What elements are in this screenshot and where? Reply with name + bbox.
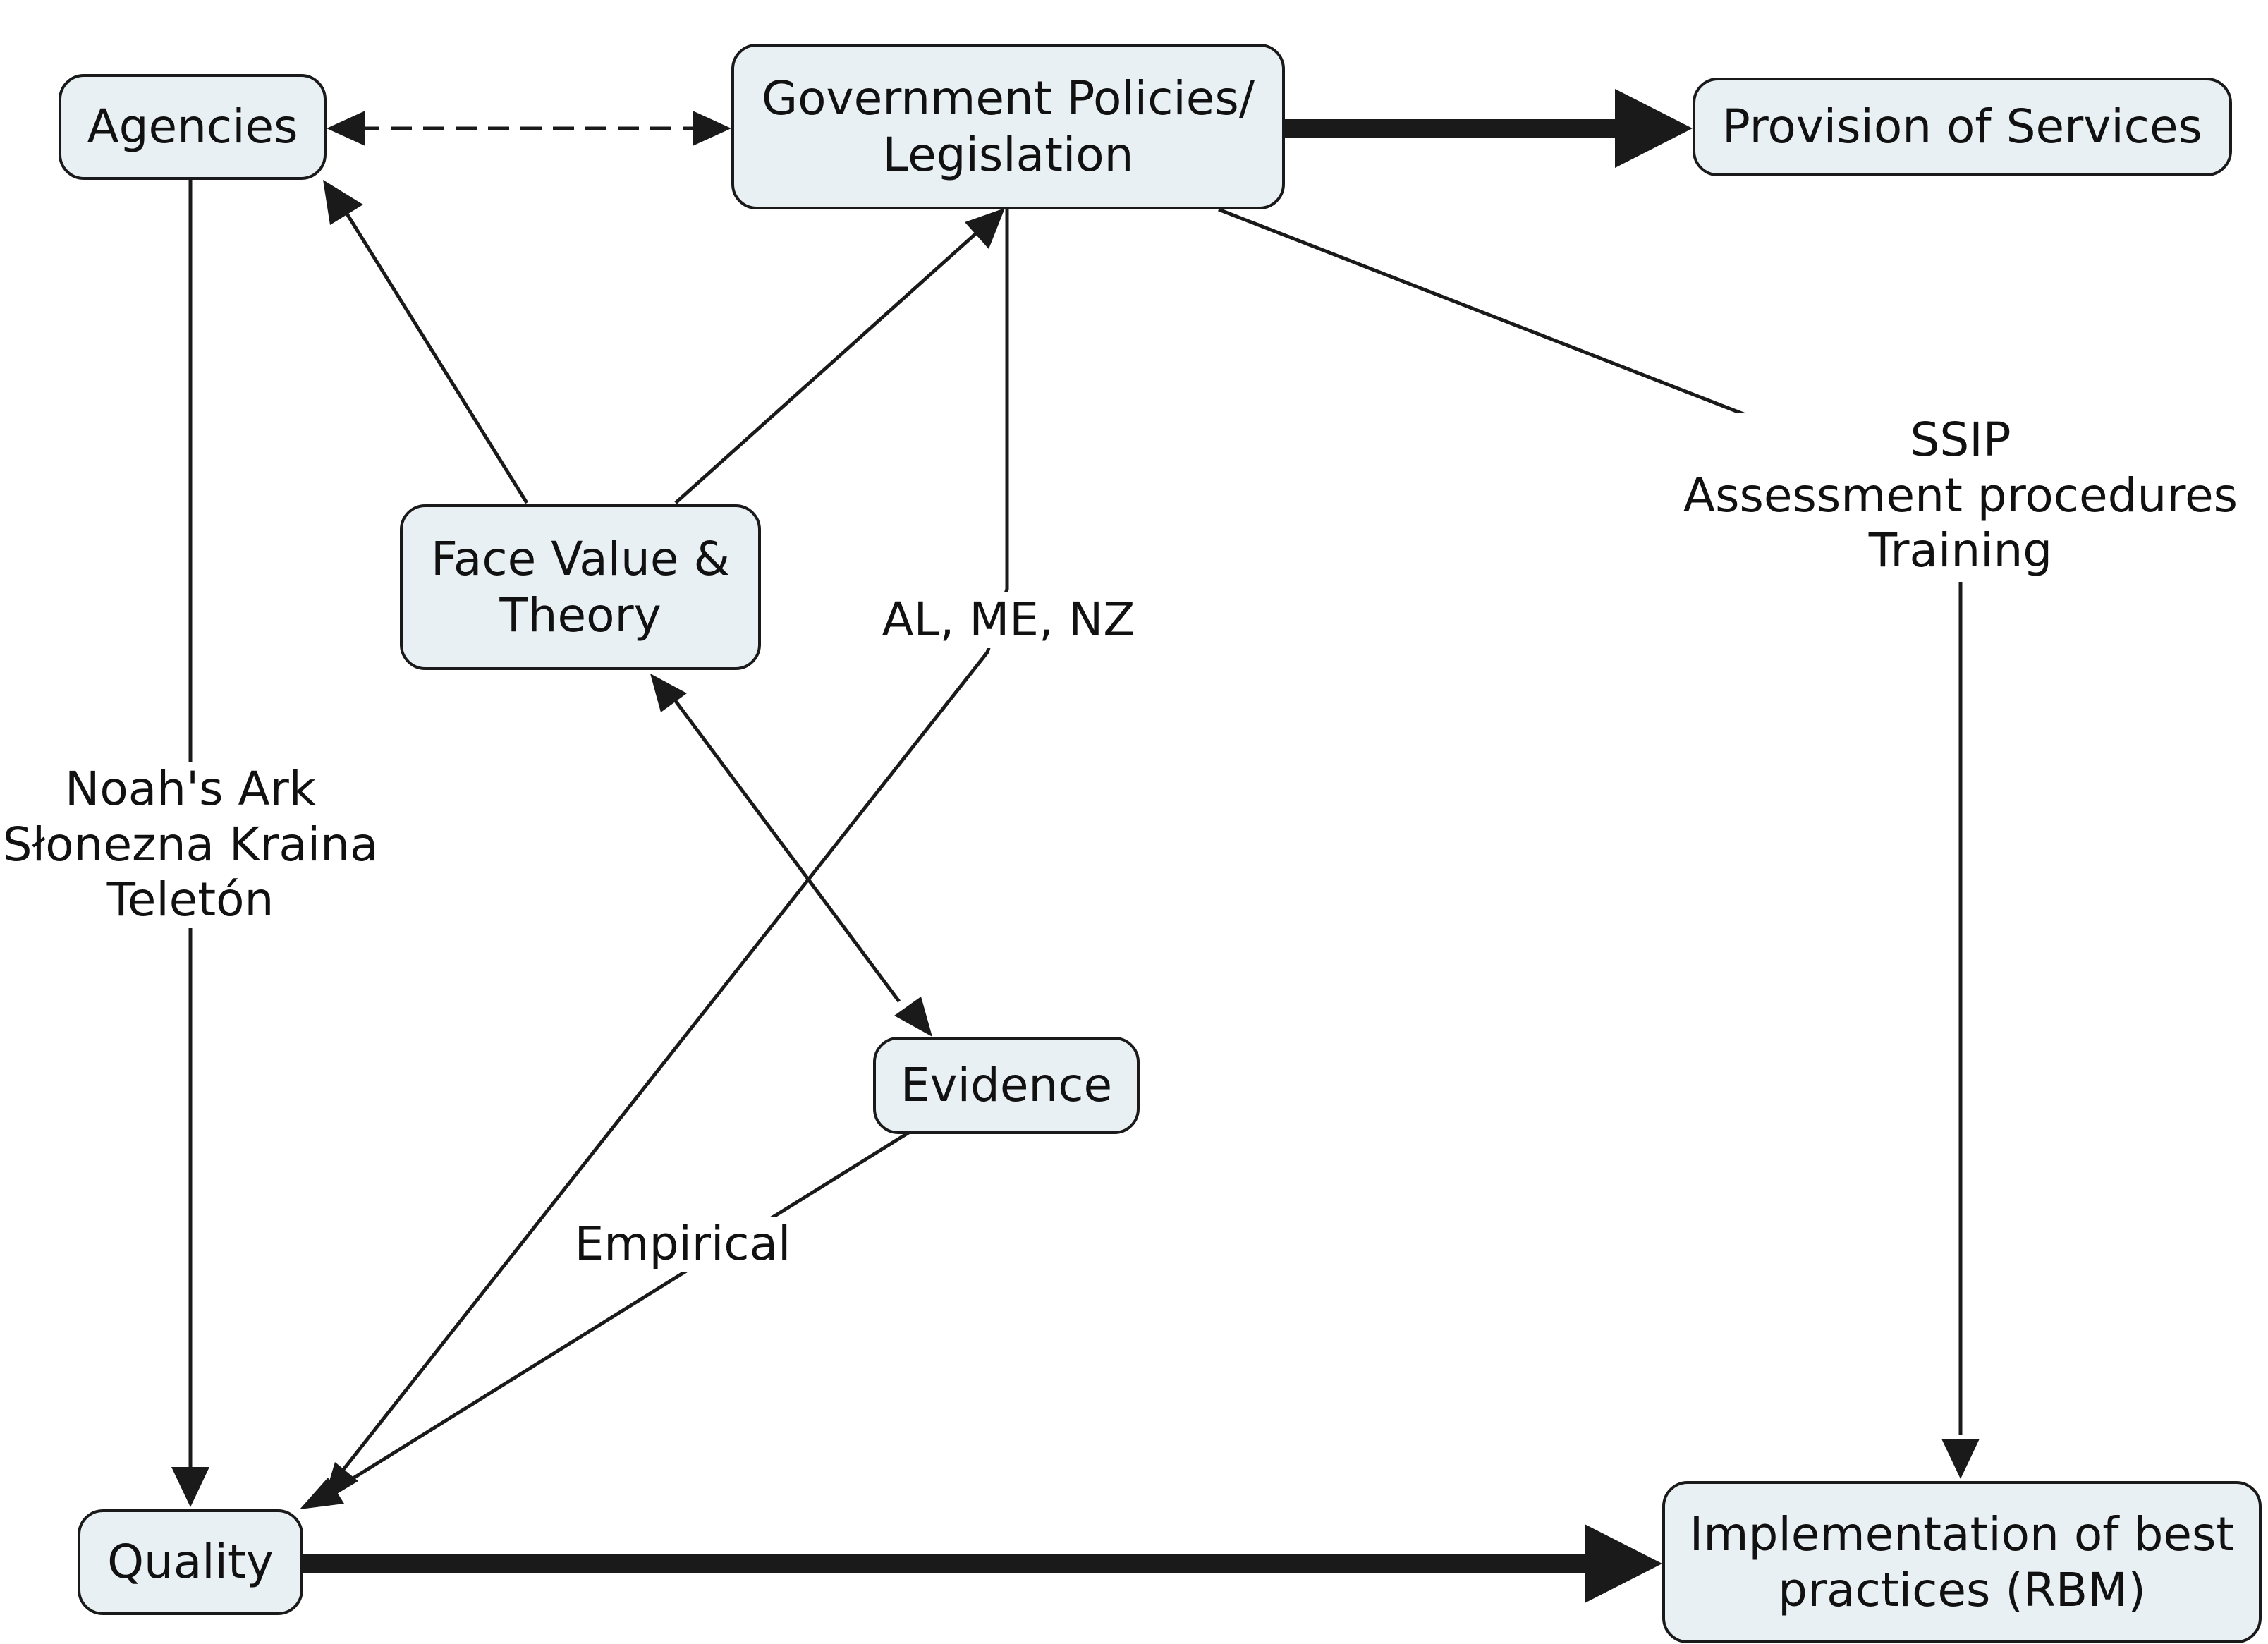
arrowhead-quality-top [171,1467,209,1507]
node-implementation[interactable]: Implementation of best practices (RBM) [1662,1481,2262,1643]
arrowhead-agencies-bottom [323,180,363,225]
label-agencies-quality: Noah's Ark Słonezna Kraina Teletón [0,762,381,928]
node-evidence[interactable]: Evidence [873,1037,1140,1134]
arrowhead-agencies [327,111,365,146]
label-government-quality: AL, ME, NZ [874,592,1142,648]
label-evidence-quality: Empirical [570,1217,795,1272]
node-implementation-label-line1: Implementation of best [1689,1506,2235,1561]
edge-evidence-quality [334,1130,911,1492]
node-agencies-label: Agencies [87,99,298,154]
arrowhead-provision [1615,89,1693,168]
label-line: Assessment procedures [1683,468,2238,523]
node-face-value-label-line2: Theory [499,587,662,643]
node-implementation-label-line2: practices (RBM) [1778,1563,2146,1617]
edge-facevalue-government [674,231,978,504]
label-line: AL, ME, NZ [882,592,1135,647]
edge-government-ssip [1218,207,1750,418]
node-quality[interactable]: Quality [78,1509,303,1615]
node-provision-of-services[interactable]: Provision of Services [1693,78,2232,176]
arrowhead-government-bottom [965,208,1005,249]
node-government-label-line2: Legislation [882,127,1134,182]
node-evidence-label: Evidence [900,1058,1113,1113]
label-line: Teletón [106,872,274,927]
edge-facevalue-agencies [343,210,529,504]
edge-facevalue-evidence [671,697,901,1003]
arrowhead-evidence-top [894,997,932,1037]
node-face-value-label-line1: Face Value & [431,532,730,587]
arrowhead-implementation [1585,1524,1662,1603]
node-agencies[interactable]: Agencies [59,74,327,180]
node-government-label-line1: Government Policies/ [762,71,1255,126]
node-face-value-theory[interactable]: Face Value & Theory [400,504,761,670]
label-line: Noah's Ark [64,762,317,816]
label-government-implementation: SSIP Assessment procedures Training [1682,413,2239,579]
label-line: Empirical [574,1217,791,1271]
arrowhead-government-left [693,111,731,146]
label-line: SSIP [1910,413,2011,467]
edge-government-quality [336,209,1009,1479]
node-provision-label: Provision of Services [1722,99,2202,154]
arrowhead-facevalue-bottom [650,674,687,712]
node-government-policies[interactable]: Government Policies/ Legislation [731,44,1285,209]
label-line: Słonezna Kraina [2,817,379,872]
label-line: Training [1868,523,2053,578]
arrowhead-quality-evidence [300,1478,344,1509]
arrowhead-implementation-top [1941,1439,1980,1479]
node-quality-label: Quality [107,1535,274,1590]
